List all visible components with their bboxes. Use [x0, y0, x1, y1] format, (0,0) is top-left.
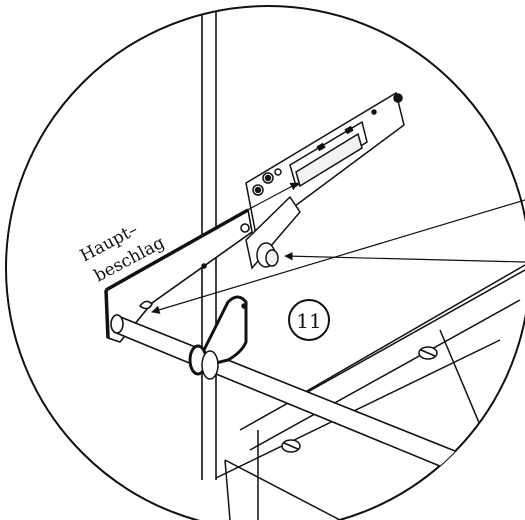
detail-contents: [104, 6, 525, 520]
step-number: 11: [296, 309, 321, 333]
step-number-circle: [288, 299, 330, 341]
lever-arm: [245, 195, 301, 270]
arrow-icon: [151, 182, 525, 314]
main-fitting: [104, 208, 253, 343]
mounting-plate: [245, 91, 405, 237]
screw-icon: [281, 439, 301, 453]
screw-icon: [418, 346, 438, 360]
rod-support: [188, 295, 248, 380]
